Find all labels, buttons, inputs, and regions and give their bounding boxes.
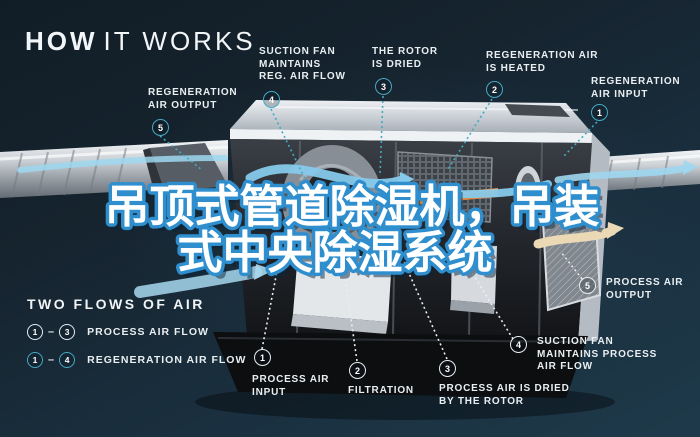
page-title-bold: HOW (25, 26, 98, 56)
callout-badge: 1 (591, 104, 608, 121)
regeneration-leader-lines (159, 95, 598, 184)
callout-label: PROCESS AIR IS DRIED BY THE ROTOR (439, 383, 570, 407)
callout-process-air-output: 5 PROCESS AIR OUTPUT (579, 277, 683, 302)
legend-label: REGENERATION AIR FLOW (87, 354, 247, 366)
callout-regeneration-air-input: REGENERATION AIR INPUT 1 (591, 76, 681, 121)
callout-regeneration-air-heated: REGENERATION AIR IS HEATED 2 (486, 50, 599, 98)
legend-row-process: 1 – 3 PROCESS AIR FLOW (27, 324, 246, 340)
legend-dash: – (48, 326, 55, 338)
legend-heading: TWO FLOWS OF AIR (27, 296, 205, 312)
callout-label: FILTRATION (348, 385, 414, 396)
callout-badge: 1 (254, 349, 271, 366)
callout-badge: 3 (375, 78, 392, 95)
headline: 吊顶式管道除湿机，吊装 式中央除湿系统 吊顶式管道除湿机，吊装 式中央除湿系统 (101, 177, 605, 286)
headline-line1-shadow: 吊顶式管道除湿机，吊装 (109, 186, 604, 239)
callout-process-air-input: 1 PROCESS AIR INPUT (252, 349, 329, 399)
headline-line1: 吊顶式管道除湿机，吊装 (104, 180, 599, 233)
legend-dash: – (48, 354, 55, 366)
legend-badge-from: 1 (27, 324, 43, 340)
callout-filtration: 2 FILTRATION (348, 362, 414, 398)
legend-row-regeneration: 1 – 4 REGENERATION AIR FLOW (27, 352, 246, 368)
callout-badge: 5 (579, 277, 596, 294)
process-leader-lines (261, 251, 583, 362)
callout-badge: 4 (510, 336, 527, 353)
callout-badge: 2 (486, 81, 503, 98)
headline-line2: 式中央除湿系统 (177, 226, 492, 279)
callout-badge: 2 (349, 362, 366, 379)
process-output-arrow (533, 222, 624, 249)
callout-suction-fan-process: 4 SUCTION FAN MAINTAINS PROCESS AIR FLOW (510, 336, 657, 374)
callout-label: THE ROTOR IS DRIED (372, 46, 438, 70)
legend-label: PROCESS AIR FLOW (87, 326, 209, 338)
page-title-light: IT WORKS (103, 26, 256, 56)
callout-label: REGENERATION AIR INPUT (591, 76, 681, 100)
lower-panels (291, 242, 497, 334)
callout-badge: 3 (439, 360, 456, 377)
callout-process-air-dried: 3 PROCESS AIR IS DRIED BY THE ROTOR (439, 360, 570, 408)
headline-line2-shadow: 式中央除湿系统 (182, 232, 497, 285)
callout-rotor-is-dried: THE ROTOR IS DRIED 3 (372, 46, 438, 95)
callout-badge: 5 (152, 119, 169, 136)
callout-regeneration-air-output: REGENERATION AIR OUTPUT 5 (148, 87, 238, 136)
callout-label: SUCTION FAN MAINTAINS PROCESS AIR FLOW (537, 336, 658, 372)
legend-badge-from: 1 (27, 352, 43, 368)
callout-label: PROCESS AIR OUTPUT (606, 277, 684, 301)
callout-label: REGENERATION AIR OUTPUT (148, 87, 238, 111)
callout-label: SUCTION FAN MAINTAINS REG. AIR FLOW (259, 46, 346, 82)
rotor (397, 151, 493, 223)
legend-badge-to: 4 (59, 352, 76, 368)
callout-suction-fan-reg: SUCTION FAN MAINTAINS REG. AIR FLOW 4 (259, 46, 346, 108)
airflow-arrows (17, 155, 698, 298)
callout-badge: 4 (263, 91, 280, 108)
machine-base (213, 332, 588, 398)
callout-label: PROCESS AIR INPUT (252, 374, 330, 398)
callout-label: REGENERATION AIR IS HEATED (486, 50, 599, 74)
legend-badge-to: 3 (59, 324, 76, 340)
legend-two-flows: TWO FLOWS OF AIR 1 – 3 PROCESS AIR FLOW … (27, 296, 246, 368)
